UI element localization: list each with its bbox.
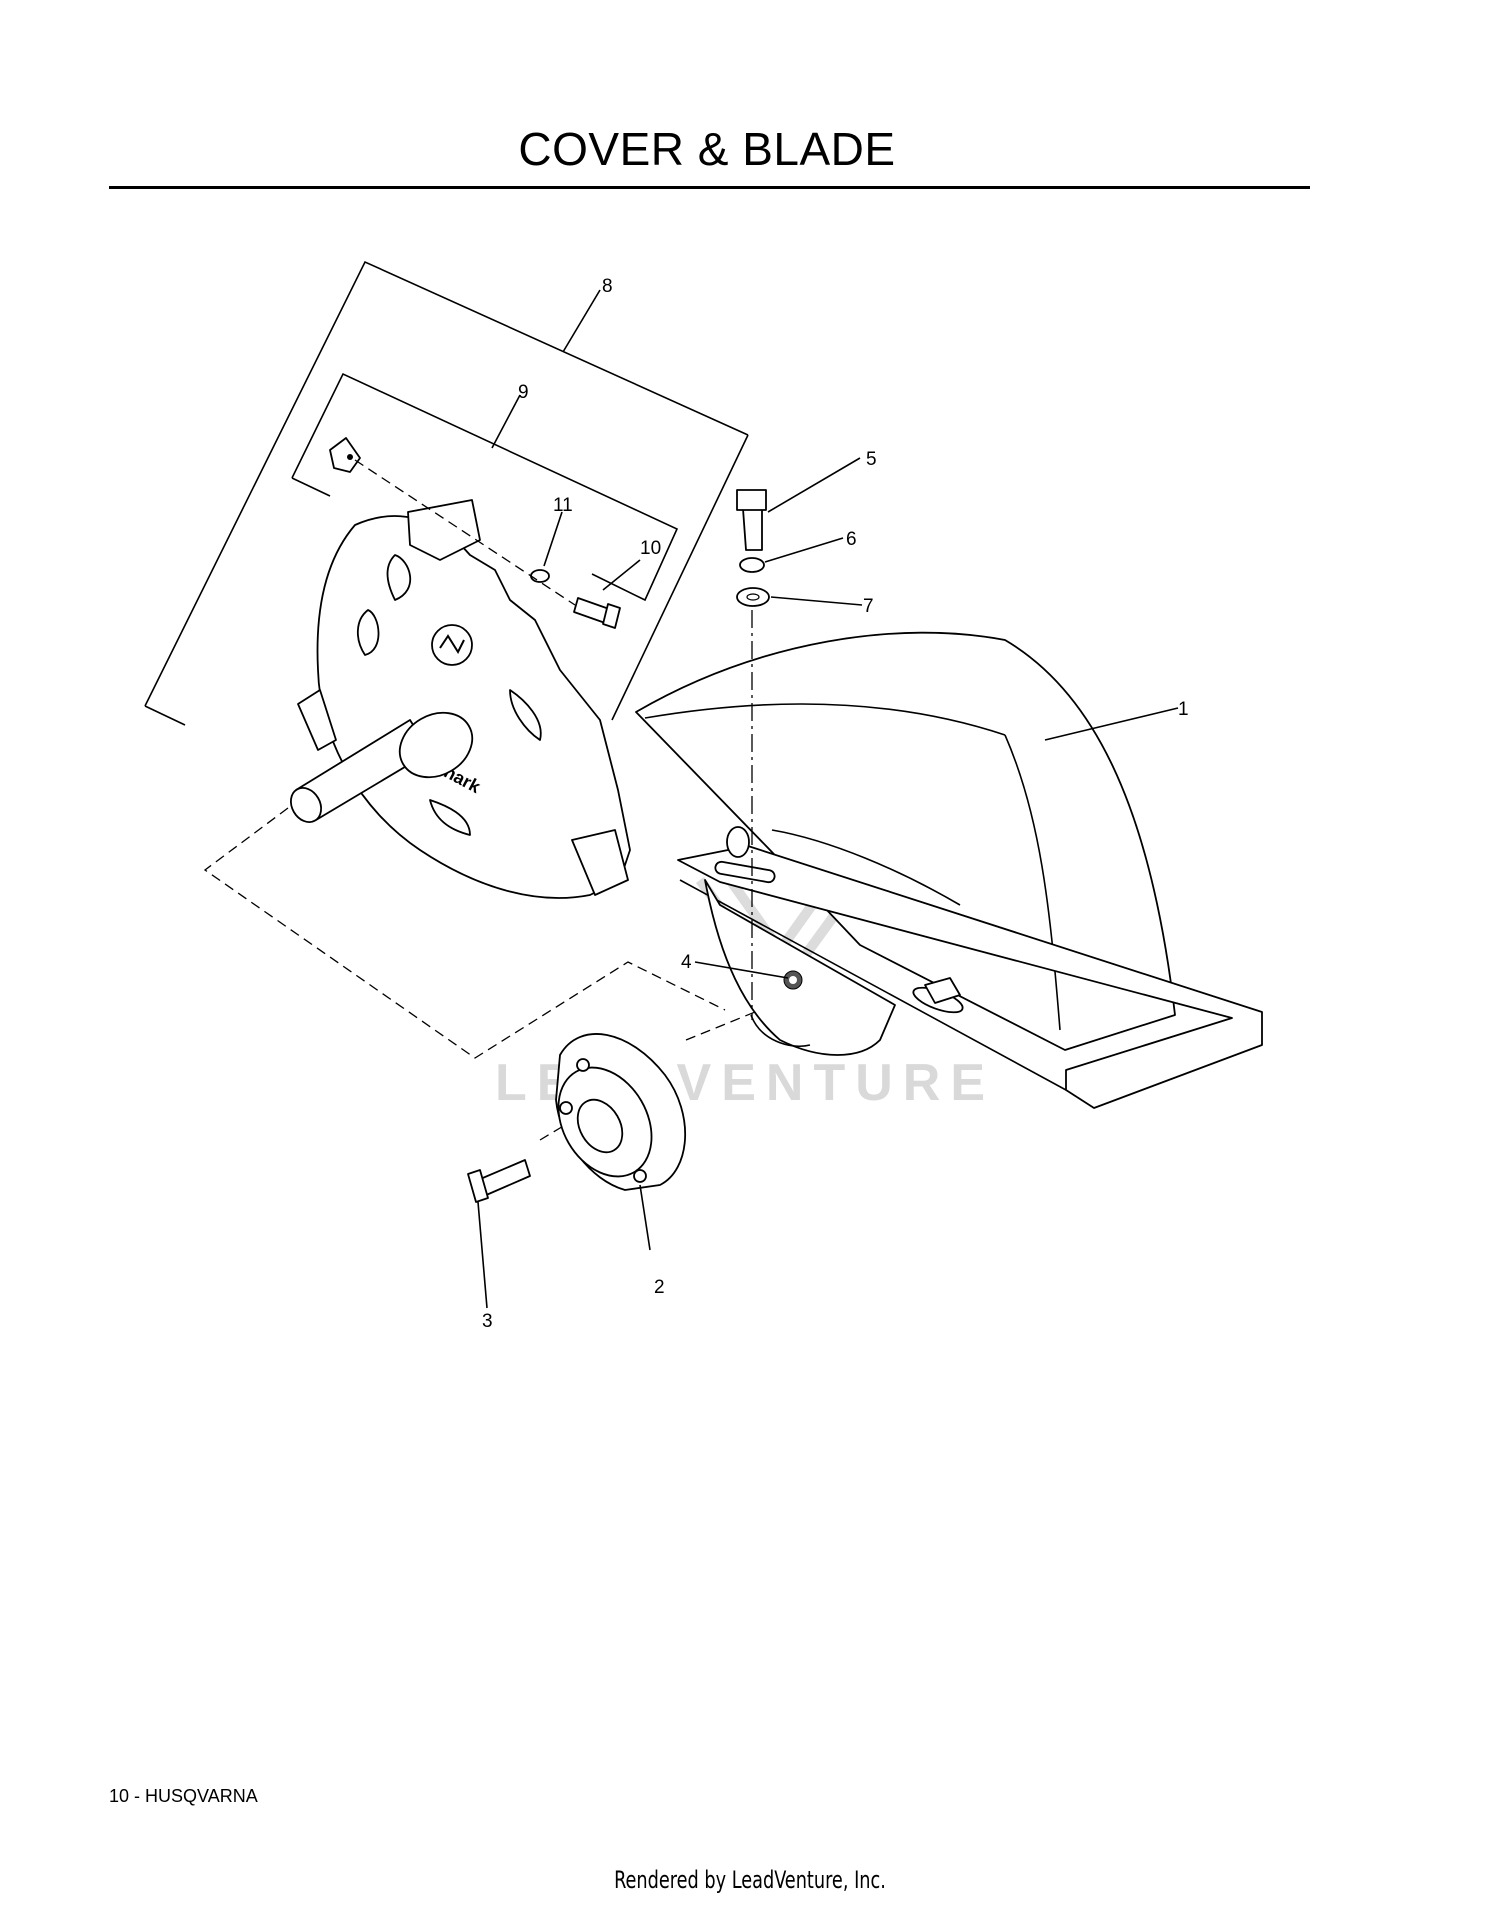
leader-5	[767, 457, 861, 513]
callout-3: 3	[482, 1311, 493, 1332]
group-frame-8	[144, 260, 749, 726]
leader-7	[770, 596, 863, 606]
leader-6	[764, 537, 844, 563]
bumper-part-9	[329, 437, 361, 473]
assembly-line-shaft	[203, 807, 726, 1059]
hub-flange-part-2	[555, 1033, 686, 1191]
blade-assembly-part-8: Shark	[297, 499, 631, 899]
callout-7: 7	[863, 596, 874, 617]
leader-3	[477, 1201, 488, 1309]
bolt-part-3	[467, 1159, 531, 1203]
blade-shaft	[290, 711, 474, 823]
assembly-line-bolt-3	[539, 1124, 566, 1141]
title-rule	[109, 186, 1310, 189]
leader-11	[543, 511, 563, 567]
assembly-line-bumper	[354, 459, 576, 606]
group-frame-9	[291, 372, 679, 602]
leader-9	[491, 394, 521, 449]
washer-part-11	[530, 569, 550, 583]
bolt-part-5	[736, 489, 767, 551]
callout-8: 8	[602, 276, 613, 297]
page-footer-left: 10 - HUSQVARNA	[109, 1786, 258, 1806]
washer-part-6	[739, 557, 765, 573]
callout-1: 1	[1178, 699, 1189, 720]
callout-2: 2	[654, 1277, 665, 1298]
assembly-line-flange	[685, 1009, 761, 1041]
callout-4: 4	[681, 952, 692, 973]
callout-11: 11	[553, 495, 573, 516]
callout-6: 6	[846, 529, 857, 550]
leader-8	[562, 289, 601, 353]
leader-4	[694, 961, 789, 979]
callout-9: 9	[518, 382, 529, 403]
callout-5: 5	[866, 449, 877, 470]
cover-guard-part-1	[635, 631, 1263, 1109]
bolt-part-10	[573, 597, 621, 629]
leader-1	[1044, 707, 1179, 741]
leader-2	[639, 1184, 651, 1251]
page-footer-credit: Rendered by LeadVenture, Inc.	[614, 1866, 886, 1894]
page-title: COVER & BLADE	[518, 123, 896, 175]
leader-10	[602, 559, 641, 591]
callout-10: 10	[640, 538, 661, 559]
